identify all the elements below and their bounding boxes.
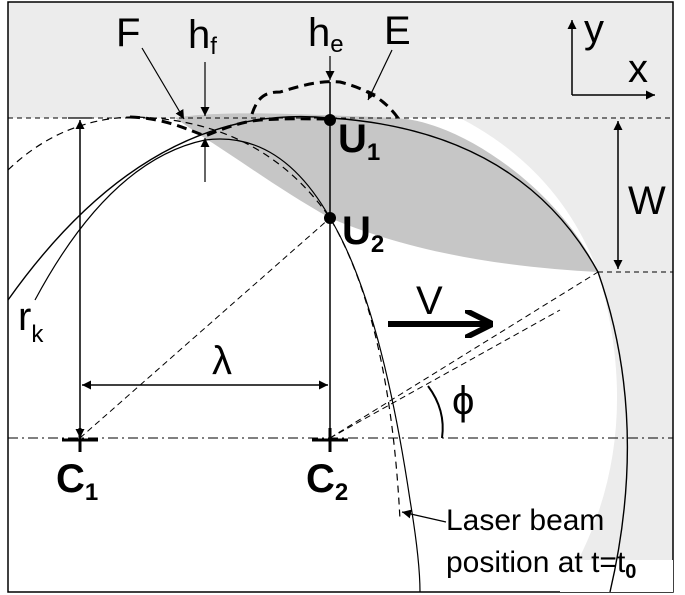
beam-circle-current — [7, 115, 629, 593]
surface-region-top — [8, 2, 673, 118]
label-lambda: λ — [212, 339, 232, 383]
leader-caption — [401, 509, 447, 523]
point-U1 — [324, 114, 336, 126]
label-C1: C1 — [56, 457, 98, 506]
label-U1: U1 — [338, 117, 380, 166]
caption-line-2: position at t=t0 — [446, 546, 636, 583]
leader-E — [367, 49, 393, 101]
radial-c2-phi — [329, 309, 561, 439]
label-he: he — [308, 11, 344, 58]
point-U2 — [324, 212, 336, 224]
label-F: F — [116, 11, 140, 55]
label-W: W — [628, 179, 666, 223]
radial-c2-edge — [329, 271, 599, 439]
label-x: x — [628, 47, 648, 91]
radial-c1-u2 — [79, 217, 331, 439]
label-U2: U2 — [342, 209, 384, 258]
label-y: y — [584, 7, 604, 51]
bump-E — [250, 80, 400, 119]
label-hf: hf — [188, 13, 217, 60]
label-phi: ϕ — [452, 379, 474, 423]
marker-C1 — [62, 428, 98, 452]
depression-F — [129, 115, 331, 138]
frame — [7, 1, 674, 593]
label-rk: rk — [18, 295, 44, 348]
melt-pool-region — [175, 113, 598, 272]
label-V: V — [416, 279, 443, 323]
label-C2: C2 — [306, 457, 348, 506]
leader-F — [141, 47, 185, 120]
phi-arc — [427, 385, 444, 439]
label-E: E — [384, 9, 411, 53]
caption-line-1: Laser beam — [446, 504, 604, 537]
marker-C2 — [312, 428, 348, 452]
